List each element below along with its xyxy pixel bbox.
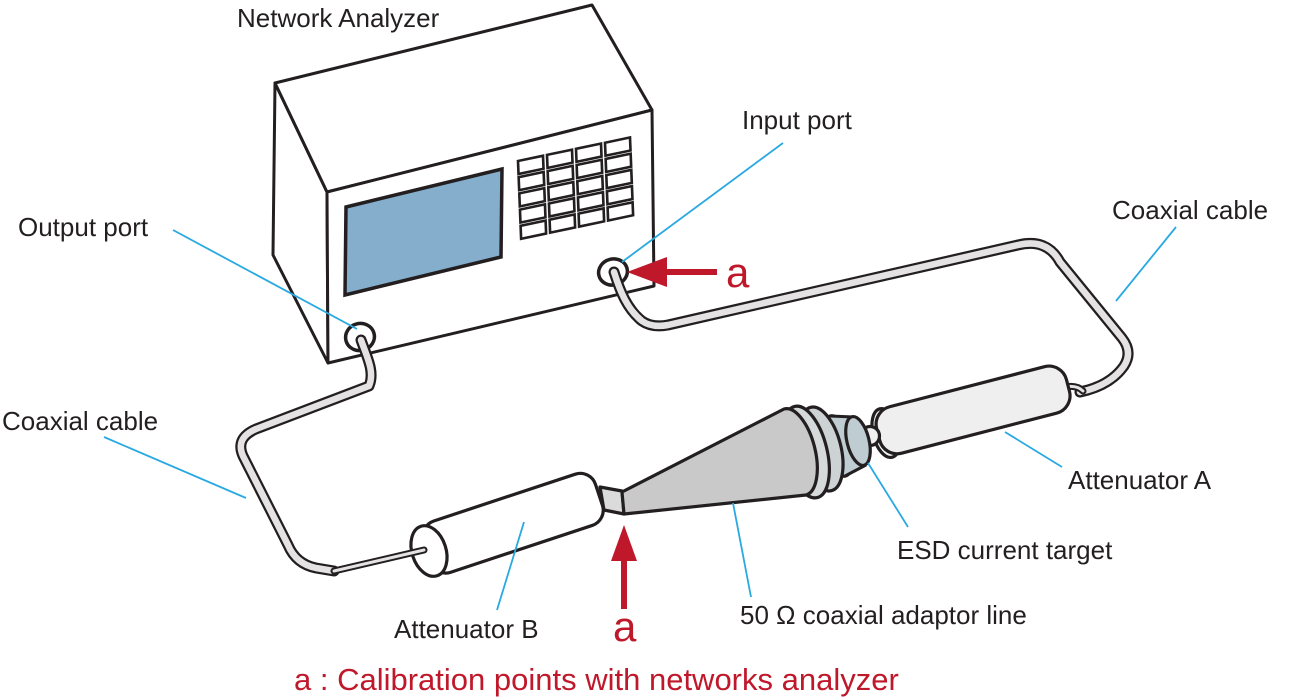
label-output-port: Output port: [18, 212, 149, 242]
adaptor-cone: [620, 407, 819, 516]
leader-attenuator-a: [1004, 431, 1063, 468]
keypad-key: [516, 154, 545, 176]
keypad-key: [604, 168, 634, 190]
label-adaptor-line: 50 Ω coaxial adaptor line: [740, 600, 1027, 630]
label-attenuator-b: Attenuator B: [394, 614, 539, 644]
label-coaxial-cable-left: Coaxial cable: [2, 406, 158, 436]
keypad-key: [546, 164, 575, 186]
leader-coaxial-left: [103, 436, 247, 499]
keypad-key: [518, 202, 547, 225]
keypad-key: [576, 190, 605, 212]
calibration-arrow-input: [627, 257, 717, 287]
attenuator-a-body: [874, 364, 1072, 456]
left-cable-outline: [235, 334, 377, 577]
caption-calibration-points: a : Calibration points with networks ana…: [294, 662, 899, 697]
analyzer-screen: [343, 166, 504, 298]
keypad-key: [575, 174, 605, 196]
network-analyzer: [271, 3, 656, 365]
keypad-key: [548, 212, 577, 235]
leader-lines: [103, 142, 1177, 611]
keypad-key: [519, 218, 548, 241]
attenuator-b: [330, 471, 626, 578]
calibration-arrow-adaptor: [611, 525, 637, 609]
keypad-key: [545, 148, 574, 170]
keypad-key: [517, 186, 547, 208]
keypad-key: [606, 200, 635, 223]
keypad-key: [604, 152, 633, 174]
leader-coaxial-right: [1115, 226, 1177, 302]
right-coaxial-cable: [608, 237, 1134, 398]
keypad-key: [605, 184, 634, 206]
left-coaxial-cable: [235, 334, 377, 577]
keypad-key: [547, 196, 576, 219]
esd-target-right-face: [844, 414, 872, 468]
label-esd-current-target: ESD current target: [897, 535, 1113, 565]
arrow-head: [611, 525, 637, 561]
right-cable-core: [610, 240, 1132, 396]
keypad-key: [517, 170, 546, 192]
marker-a-input: a: [726, 249, 750, 296]
attenuator-b-endcap: [409, 524, 449, 578]
leader-adaptor-line: [732, 502, 752, 598]
left-cable-core: [237, 336, 375, 575]
leader-output-port: [172, 229, 358, 330]
attenuator-b-rod-core: [332, 548, 426, 573]
keypad-key: [577, 206, 606, 229]
leader-attenuator-b: [496, 521, 525, 611]
analyzer-keypad: [516, 135, 635, 241]
keypad-key: [603, 135, 632, 158]
arrow-head: [627, 257, 667, 287]
adaptor-assembly: [620, 364, 1087, 516]
leader-input-port: [621, 142, 784, 263]
label-input-port: Input port: [742, 105, 853, 135]
keypad-key: [575, 158, 604, 180]
marker-a-adaptor: a: [613, 603, 637, 650]
label-coaxial-cable-right: Coaxial cable: [1112, 195, 1268, 225]
leader-esd-target: [867, 462, 909, 528]
keypad-key: [546, 180, 576, 202]
title-network-analyzer: Network Analyzer: [237, 3, 440, 33]
label-attenuator-a: Attenuator A: [1068, 465, 1212, 495]
keypad-key: [574, 141, 603, 164]
